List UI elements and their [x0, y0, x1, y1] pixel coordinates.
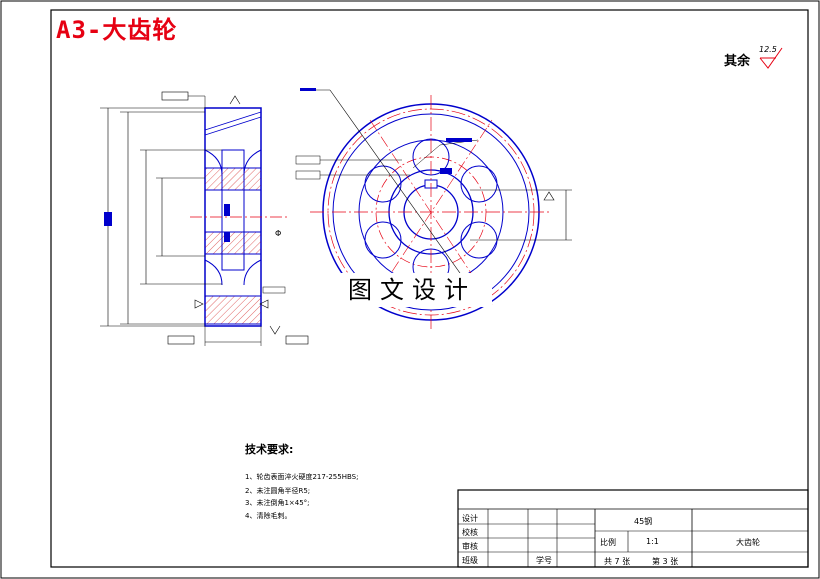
title-block — [457, 489, 809, 568]
tb-review: 审核 — [462, 542, 478, 551]
tech-item: 4、清除毛刺。 — [245, 512, 292, 520]
section-view: Φ — [100, 91, 309, 346]
drawing-title: A3-大齿轮 — [56, 16, 178, 44]
tb-scale-label: 比例 — [600, 538, 616, 547]
tb-sheets: 共 7 张 — [604, 557, 631, 566]
tb-class: 班级 — [462, 556, 478, 565]
tb-material: 45钢 — [634, 517, 653, 526]
inner-frame — [50, 9, 809, 568]
watermark: 图文设计 — [332, 273, 492, 307]
front-view — [295, 88, 572, 330]
tb-sheet-no: 第 3 张 — [652, 557, 679, 566]
roughness-symbol — [759, 47, 783, 69]
tech-item: 3、未注倒角1×45°; — [245, 499, 310, 507]
tech-requirements-title: 技术要求: — [245, 443, 294, 456]
tb-check: 校核 — [462, 528, 478, 537]
roughness-label: 其余 — [724, 54, 751, 69]
tb-part-name: 大齿轮 — [736, 538, 760, 547]
svg-text:Φ: Φ — [275, 229, 281, 238]
tb-student-no: 学号 — [536, 556, 552, 565]
roughness-value: 12.5 — [759, 45, 777, 54]
tb-design: 设计 — [462, 514, 478, 523]
tech-item: 2、未注圆角半径R5; — [245, 487, 311, 495]
tb-scale-value: 1:1 — [646, 537, 659, 546]
tech-item: 1、轮齿表面淬火硬度217-255HBS; — [245, 473, 359, 481]
